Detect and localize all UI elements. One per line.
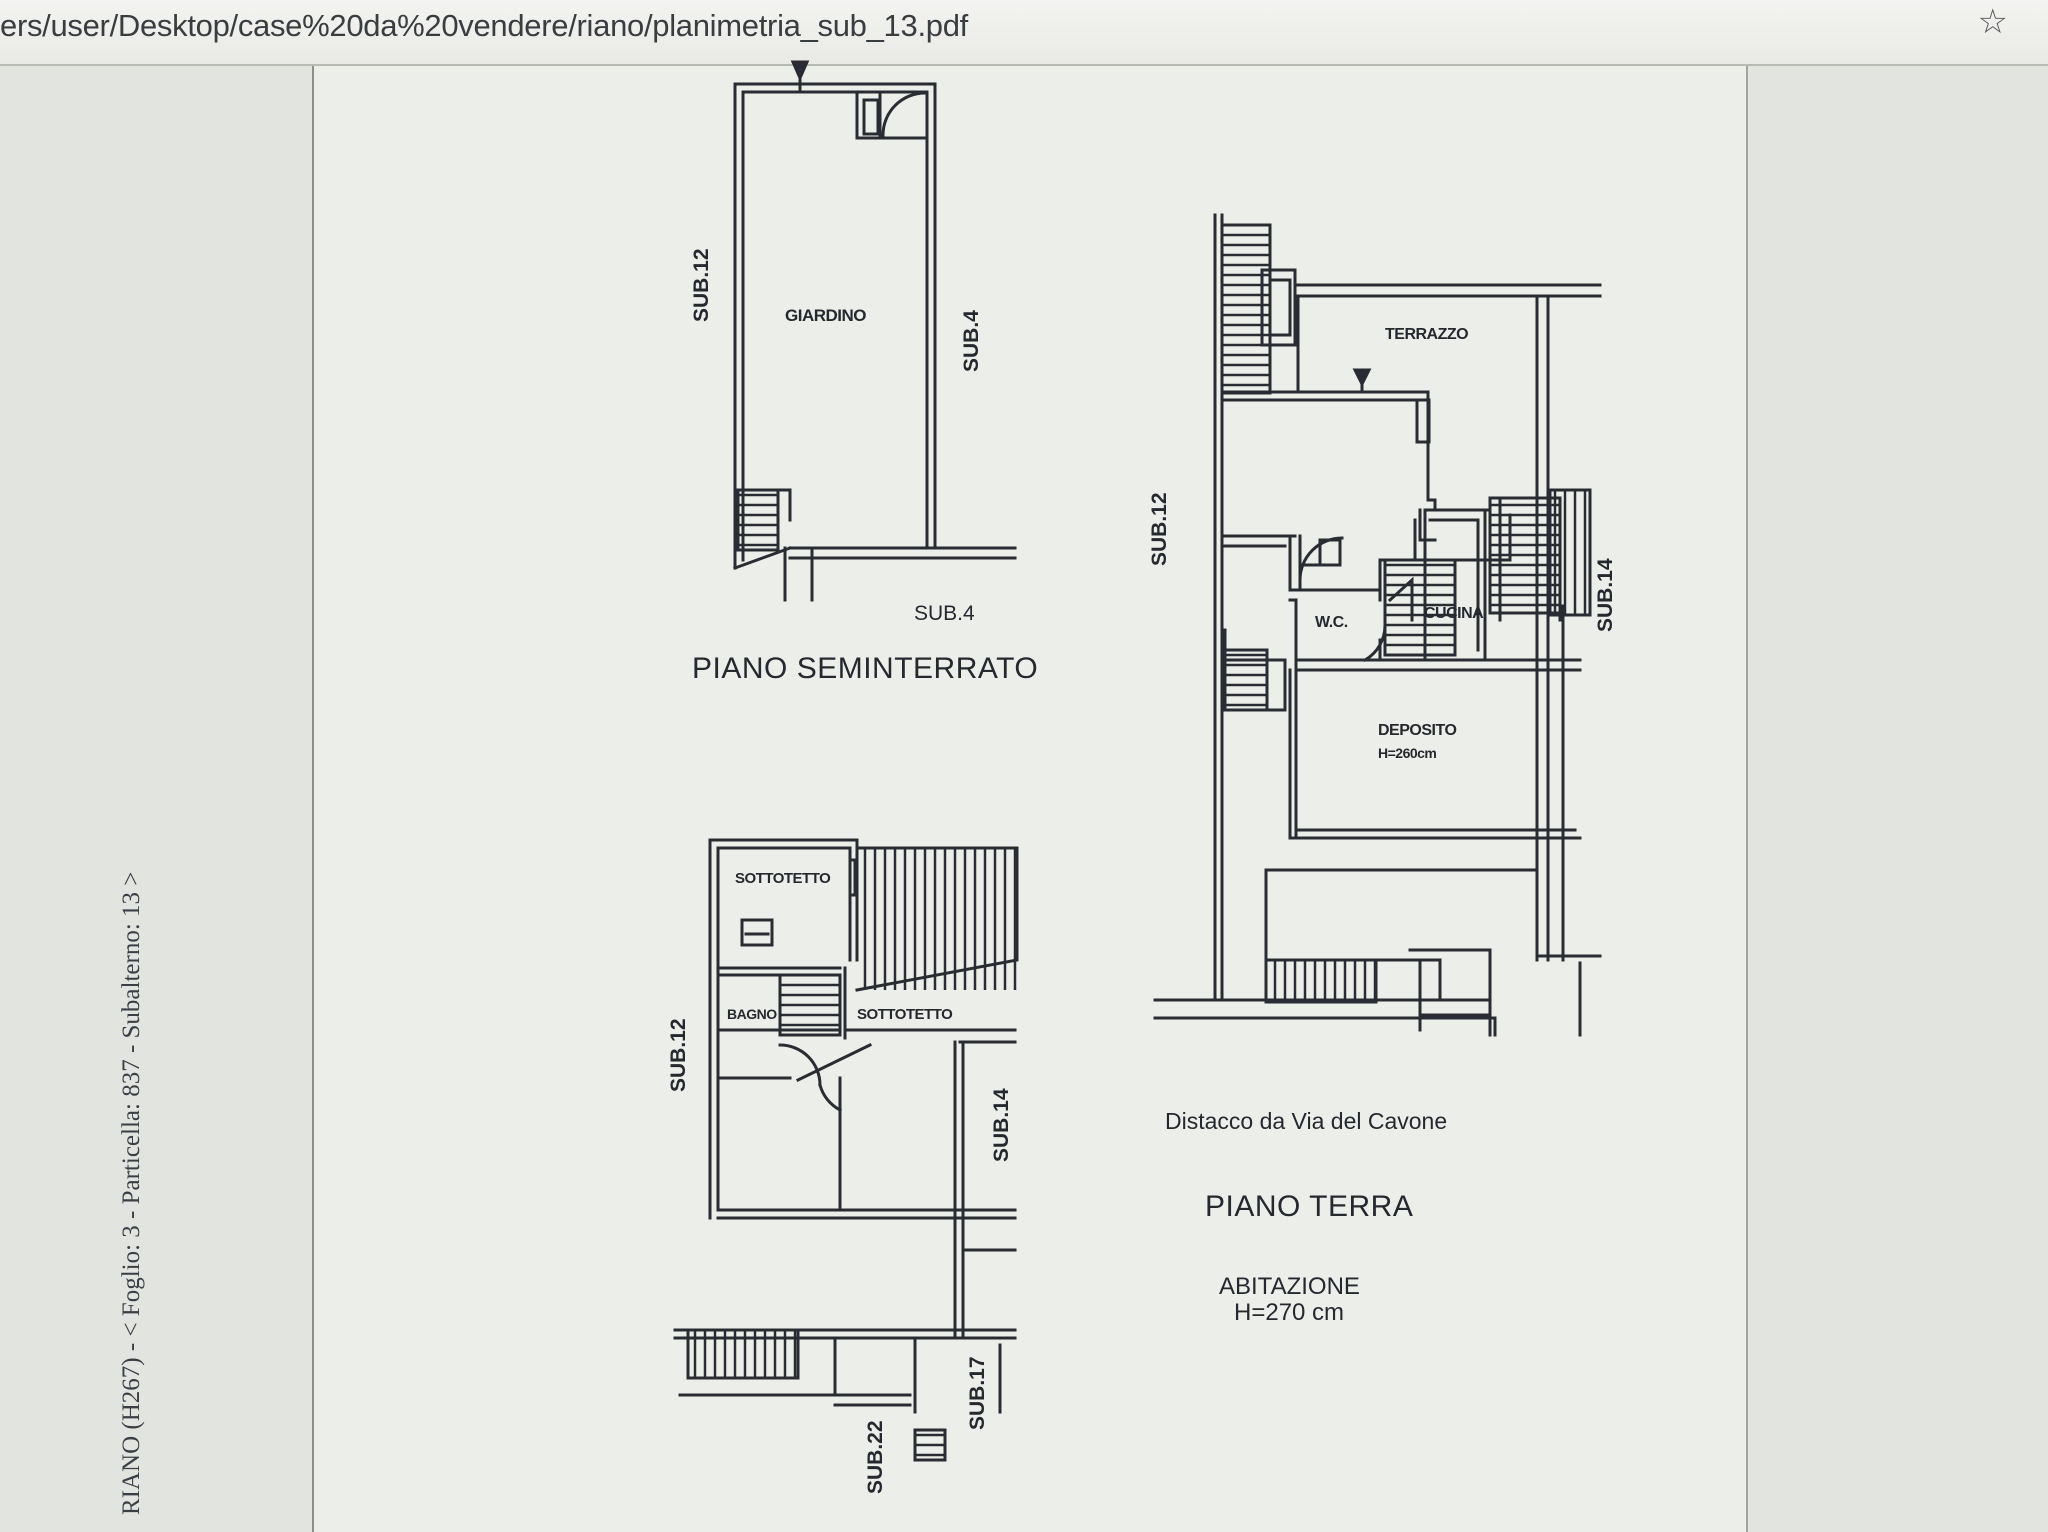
title-piano-seminterrato: PIANO SEMINTERRATO <box>692 652 1039 685</box>
star-icon[interactable]: ☆ <box>1977 3 2008 41</box>
giardino-label: GIARDINO <box>785 306 867 325</box>
address-bar[interactable]: ers/user/Desktop/case%20da%20vendere/ria… <box>0 0 2048 66</box>
sub14-label-primo: SUB.14 <box>990 1088 1013 1162</box>
sottotetto-mid-label: SOTTOTETTO <box>857 1006 953 1023</box>
plan-terra <box>1153 213 1602 1037</box>
sub12-label-primo: SUB.12 <box>667 1018 690 1092</box>
plan-primo <box>673 838 1019 1462</box>
title-piano-terra: PIANO TERRA <box>1205 1190 1414 1223</box>
left-margin <box>0 66 314 1532</box>
sottotetto-top-label: SOTTOTETTO <box>735 870 831 887</box>
cucina-label: CUCINA <box>1424 605 1484 622</box>
bagno-label: BAGNO <box>727 1006 777 1022</box>
plan-seminterrato <box>733 60 1017 602</box>
sub12-label-seminterrato: SUB.12 <box>690 248 713 322</box>
pdf-page <box>314 66 1746 1532</box>
url-text[interactable]: ers/user/Desktop/case%20da%20vendere/ria… <box>0 8 968 43</box>
sub12-label-terra: SUB.12 <box>1148 492 1171 566</box>
right-margin <box>1746 66 2048 1532</box>
wc-label: W.C. <box>1315 614 1348 631</box>
sub4-side-label: SUB.4 <box>960 310 983 372</box>
terrazzo-label: TERRAZZO <box>1385 326 1469 343</box>
deposito-height-label: H=260cm <box>1378 745 1437 761</box>
abitazione-label: ABITAZIONE <box>1219 1273 1360 1300</box>
abitazione-height-label: H=270 cm <box>1234 1299 1345 1326</box>
deposito-label: DEPOSITO <box>1378 722 1457 739</box>
sub22-label: SUB.22 <box>864 1420 887 1494</box>
sub4-bottom-label: SUB.4 <box>914 602 975 625</box>
sub14-label-terra: SUB.14 <box>1594 558 1617 632</box>
distacco-label: Distacco da Via del Cavone <box>1165 1108 1448 1134</box>
sub17-label: SUB.17 <box>966 1356 989 1430</box>
